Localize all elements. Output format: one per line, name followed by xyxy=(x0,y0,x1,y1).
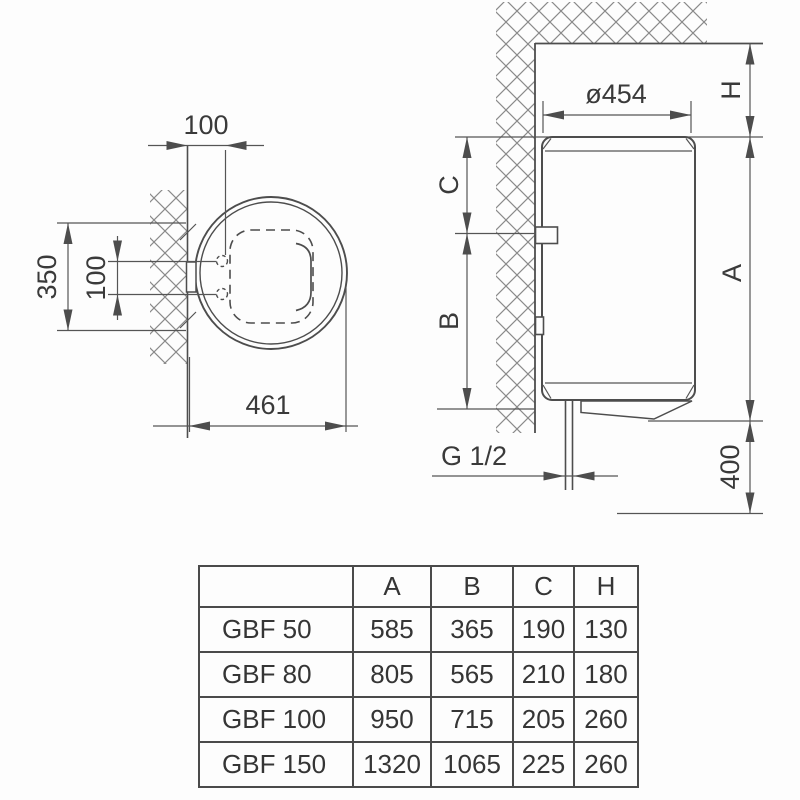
spec-table-container: A B C H GBF 50 585 365 190 130 GBF 80 80… xyxy=(198,565,639,788)
dim-floor-clearance: 400 xyxy=(617,420,763,515)
value-h: 260 xyxy=(573,696,639,743)
dim-b: B xyxy=(434,233,535,410)
value-a: 585 xyxy=(352,606,432,653)
wall-hatch xyxy=(150,190,187,364)
model-name: GBF 50 xyxy=(198,606,354,653)
mounting-holes xyxy=(108,254,229,301)
table-header-row: A B C H xyxy=(198,565,639,608)
value-a: 950 xyxy=(352,696,432,743)
dim-hole-spacing: 100 xyxy=(81,236,122,320)
value-h: 260 xyxy=(573,741,639,788)
value-b: 1065 xyxy=(430,741,514,788)
value-a: 805 xyxy=(352,651,432,698)
value-h: 130 xyxy=(573,606,639,653)
dim-label-h: H xyxy=(716,80,746,100)
col-header-a: A xyxy=(352,565,432,608)
value-b: 565 xyxy=(430,651,514,698)
dim-label-floor-clearance: 400 xyxy=(715,444,745,489)
value-c: 190 xyxy=(512,606,575,653)
model-name: GBF 80 xyxy=(198,651,354,698)
top-view: 100 350 100 461 xyxy=(32,110,358,438)
value-c: 225 xyxy=(512,741,575,788)
hidden-bracket-outline xyxy=(229,229,314,324)
model-name: GBF 150 xyxy=(198,741,354,788)
value-a: 1320 xyxy=(352,741,432,788)
value-b: 715 xyxy=(430,696,514,743)
dim-side-diameter: ø454 xyxy=(542,79,692,133)
dim-label-top-diameter: 461 xyxy=(245,390,290,420)
table-row: GBF 150 1320 1065 225 260 xyxy=(198,741,639,788)
dim-bracket-span: 350 xyxy=(32,222,186,332)
dim-top-diameter: 461 xyxy=(153,288,358,432)
value-c: 210 xyxy=(512,651,575,698)
table-row: GBF 50 585 365 190 130 xyxy=(198,606,639,653)
dim-label-wall-offset: 100 xyxy=(183,110,228,140)
col-header-h: H xyxy=(573,565,639,608)
col-header-b: B xyxy=(430,565,514,608)
dim-label-b: B xyxy=(434,312,464,330)
tank-body xyxy=(541,136,696,401)
table-row: GBF 100 950 715 205 260 xyxy=(198,696,639,743)
dim-label-c: C xyxy=(434,175,464,195)
table-corner-cell xyxy=(198,565,354,608)
value-c: 205 xyxy=(512,696,575,743)
model-name: GBF 100 xyxy=(198,696,354,743)
col-header-c: C xyxy=(512,565,575,608)
wall-ceiling-hatch xyxy=(496,2,707,433)
dim-label-side-diameter: ø454 xyxy=(585,79,647,109)
tank-inner-circle xyxy=(199,201,343,345)
dimension-drawing: 100 350 100 461 xyxy=(32,2,763,515)
table-row: GBF 80 805 565 210 180 xyxy=(198,651,639,698)
dim-label-a: A xyxy=(717,264,747,282)
dim-label-hole-spacing: 100 xyxy=(81,255,111,300)
dim-a: A xyxy=(717,137,755,421)
side-view: ø454 H C B A xyxy=(432,2,763,515)
value-b: 365 xyxy=(430,606,514,653)
dim-label-bracket-span: 350 xyxy=(32,254,62,299)
dim-label-pipe-thread: G 1/2 xyxy=(441,441,507,471)
dim-pipe-thread: G 1/2 xyxy=(432,441,618,481)
dim-c: C xyxy=(434,137,536,235)
wall-bracket-profile xyxy=(185,261,197,293)
flange-arc xyxy=(295,242,312,312)
tank-seams xyxy=(542,138,695,399)
inlet-pipe xyxy=(564,400,574,490)
dimension-table: A B C H GBF 50 585 365 190 130 GBF 80 80… xyxy=(198,565,639,788)
dim-wall-offset: 100 xyxy=(148,110,264,255)
value-h: 180 xyxy=(573,651,639,698)
bottom-cover xyxy=(580,400,693,420)
dim-h: H xyxy=(716,43,755,137)
tank-outer-circle xyxy=(194,196,348,350)
upper-wall-bracket xyxy=(534,226,559,245)
wall-break-marks xyxy=(179,223,197,329)
lower-wall-bracket xyxy=(534,316,545,336)
